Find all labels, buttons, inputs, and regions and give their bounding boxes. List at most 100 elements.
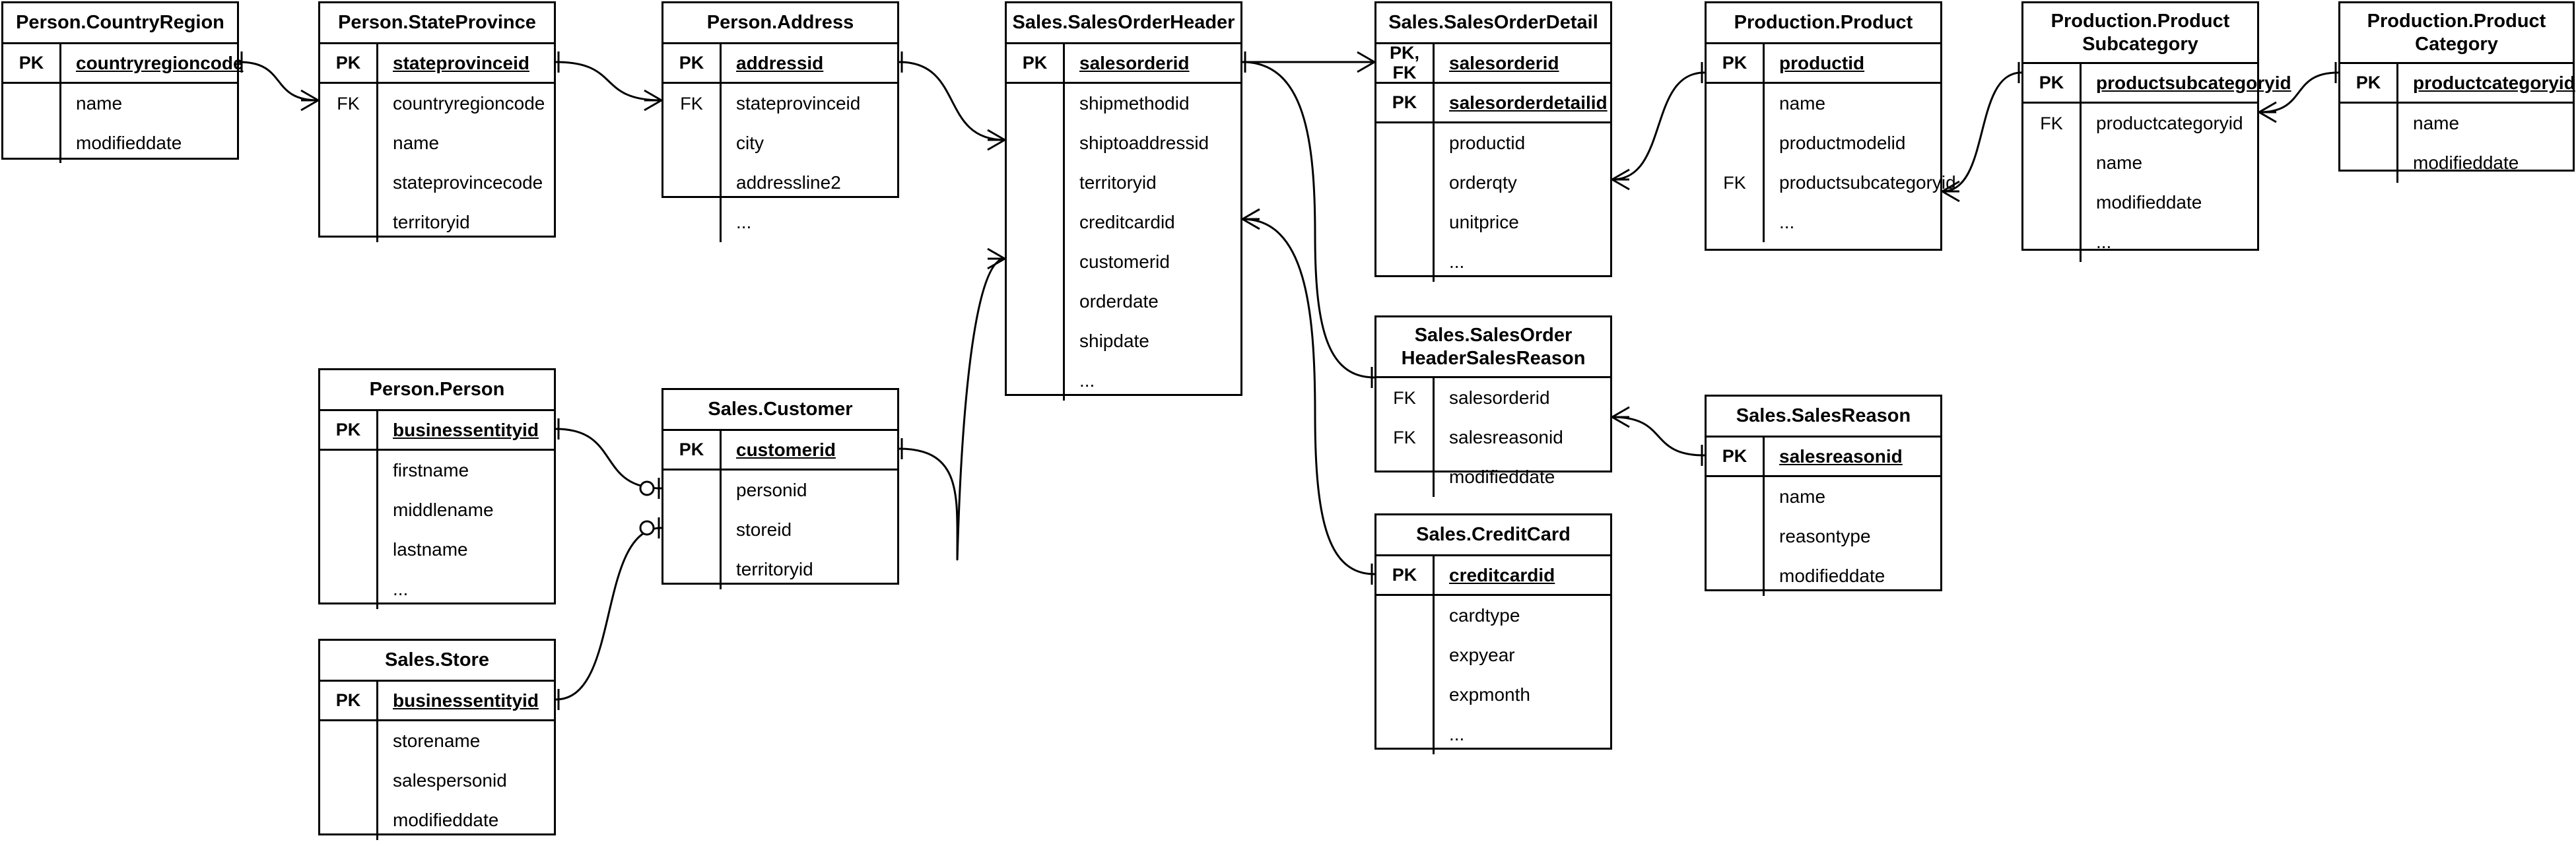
field-row[interactable]: modifieddate — [1779, 566, 1885, 586]
field-row[interactable]: name — [1779, 93, 1826, 114]
field-row[interactable]: reasontype — [1779, 526, 1871, 546]
rel-salesorderdetail-product — [1611, 62, 1705, 191]
key-field-name: stateprovinceid — [393, 52, 529, 73]
field-row[interactable]: city — [736, 133, 764, 153]
field-row[interactable]: modifieddate — [2096, 192, 2202, 212]
connector-line — [898, 61, 1005, 141]
crowfoot-prong — [987, 257, 1005, 270]
field-row[interactable]: lastname — [393, 539, 468, 560]
field-key-badge — [663, 510, 720, 550]
field-row[interactable]: firstname — [393, 460, 469, 480]
field-row[interactable]: territoryid — [393, 212, 470, 232]
field-row[interactable]: salespersonid — [393, 770, 507, 791]
field-row[interactable]: modifieddate — [393, 810, 499, 830]
field-row[interactable]: name — [393, 133, 440, 153]
field-row[interactable]: stateprovinceid — [736, 93, 861, 114]
field-row[interactable]: productsubcategoryid — [1779, 172, 1956, 193]
crowfoot-prong — [1242, 208, 1260, 220]
field-row[interactable]: name — [1779, 486, 1826, 507]
field-row[interactable]: shiptoaddressid — [1079, 133, 1209, 153]
field-row[interactable]: ... — [736, 212, 752, 232]
field-row[interactable]: modifieddate — [76, 133, 182, 153]
field-row[interactable]: ... — [1779, 212, 1795, 232]
entity-title: Sales.SalesOrder HeaderSalesReason — [1376, 317, 1610, 378]
field-row[interactable]: productid — [1449, 133, 1526, 153]
field-row[interactable]: storeid — [736, 519, 792, 540]
field-row[interactable]: ... — [1449, 251, 1465, 272]
field-row[interactable]: countryregioncode — [393, 93, 545, 114]
field-row[interactable]: ... — [1079, 370, 1095, 391]
crowfoot-prong — [987, 129, 1005, 141]
field-row[interactable]: name — [76, 93, 123, 114]
field-row[interactable]: ... — [2096, 232, 2112, 252]
field-row[interactable]: addressline2 — [736, 172, 841, 193]
crowfoot-prong — [1611, 406, 1630, 418]
field-key-badge — [1376, 163, 1433, 203]
field-row[interactable]: orderdate — [1079, 291, 1159, 311]
field-row[interactable]: personid — [736, 480, 807, 500]
body-field-column: shipmethodid shiptoaddressid territoryid cr… — [1065, 84, 1240, 401]
field-row[interactable]: creditcardid — [1079, 212, 1175, 232]
field-row[interactable]: shipdate — [1079, 331, 1149, 351]
field-row[interactable]: stateprovincecode — [393, 172, 543, 193]
field-row[interactable]: productmodelid — [1779, 133, 1906, 153]
field-row[interactable]: name — [2413, 113, 2460, 133]
entity-body: shipmethodid shiptoaddressid territoryid cr… — [1007, 84, 1240, 401]
field-row[interactable]: cardtype — [1449, 605, 1520, 626]
entity-body: name modifieddate — [2340, 104, 2573, 183]
entity-body: name modifieddate — [3, 84, 237, 163]
field-row[interactable]: territoryid — [1079, 172, 1157, 193]
field-row[interactable]: middlename — [393, 500, 494, 520]
field-key-badge — [320, 761, 376, 800]
field-row[interactable]: productcategoryid — [2096, 113, 2243, 133]
field-row[interactable]: name — [2096, 152, 2143, 173]
field-row[interactable]: customerid — [1079, 251, 1170, 272]
field-row[interactable]: ... — [393, 579, 409, 599]
field-row[interactable]: modifieddate — [2413, 152, 2519, 173]
body-field-column: stateprovinceid city addressline2... — [722, 84, 897, 242]
key-field-name: salesorderid — [1079, 52, 1190, 73]
field-row[interactable]: salesreasonid — [1449, 427, 1563, 447]
field-row[interactable]: expyear — [1449, 645, 1515, 665]
field-row[interactable]: shipmethodid — [1079, 93, 1190, 114]
field-row[interactable]: ... — [1449, 724, 1465, 744]
field-row[interactable]: territoryid — [736, 559, 813, 579]
field-row[interactable]: salesorderid — [1449, 387, 1550, 408]
rel-store-customer — [555, 517, 662, 710]
field-row[interactable]: modifieddate — [1449, 467, 1555, 487]
field-key-badge — [1007, 123, 1063, 163]
field-row[interactable]: orderqty — [1449, 172, 1517, 193]
field-row[interactable]: storename — [393, 731, 481, 751]
rel-customer-salesorderheader — [898, 247, 1005, 561]
field-row[interactable]: unitprice — [1449, 212, 1519, 232]
field-row[interactable]: expmonth — [1449, 684, 1530, 705]
